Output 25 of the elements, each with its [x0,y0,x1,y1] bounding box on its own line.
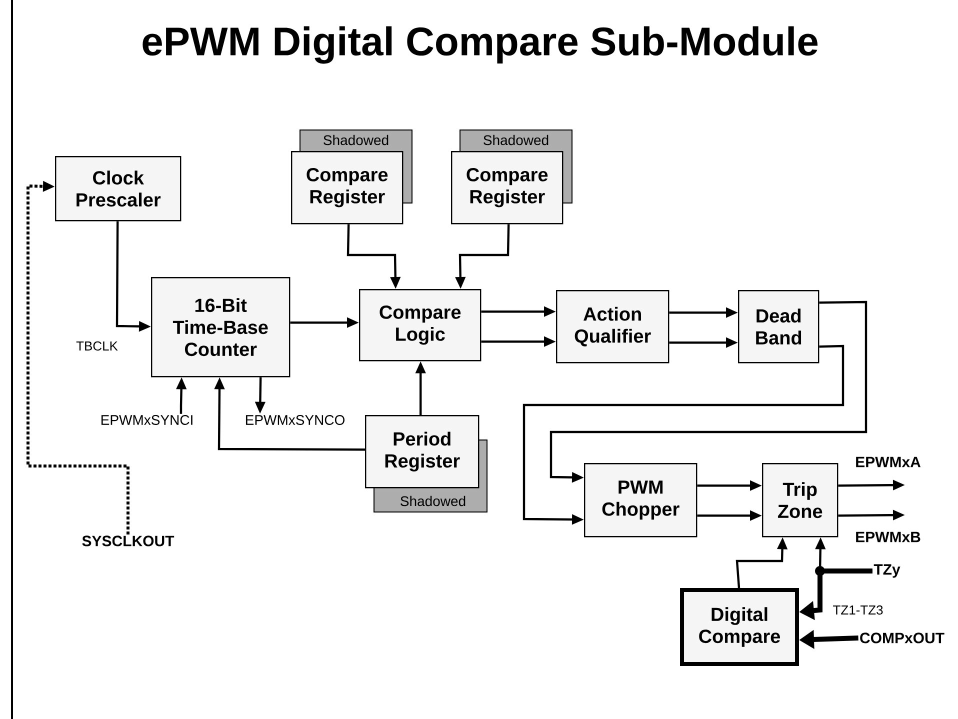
shadow-label: Shadowed [400,496,466,506]
signal-name: EPWMxB [856,532,920,542]
shadow-label: Shadowed [324,134,388,146]
process-box: PWM Chopper [584,463,698,538]
process-box: Action Qualifier [556,290,670,364]
register-box: Period Register [365,415,480,488]
process-box: Compare Logic [359,289,482,362]
shadow-label: Shadowed [484,134,548,146]
signal-name: COMPxOUT [860,632,944,644]
signal-name: EPWMxSYNCO [246,415,344,425]
process-box: Trip Zone [762,463,838,538]
edge-label: TBCLK [76,341,118,351]
process-box: Clock Prescaler [55,156,182,222]
edge-label: TZ1-TZ3 [833,605,883,615]
dotted-arrow [26,180,130,534]
signal-name: EPWMxA [856,456,921,468]
process-box: Digital Compare [680,588,799,666]
register-box: Compare Register [451,151,564,224]
signal-name: SYSCLKOUT [82,536,174,546]
signal-name: TZy [874,564,900,578]
register-box: Compare Register [291,151,404,224]
signal-name: EPWMxSYNCI [101,415,192,425]
title: ePWM Digital Compare Sub-Module [142,26,818,64]
process-box: 16-Bit Time-Base Counter [151,277,290,378]
process-box: Dead Band [738,290,820,364]
